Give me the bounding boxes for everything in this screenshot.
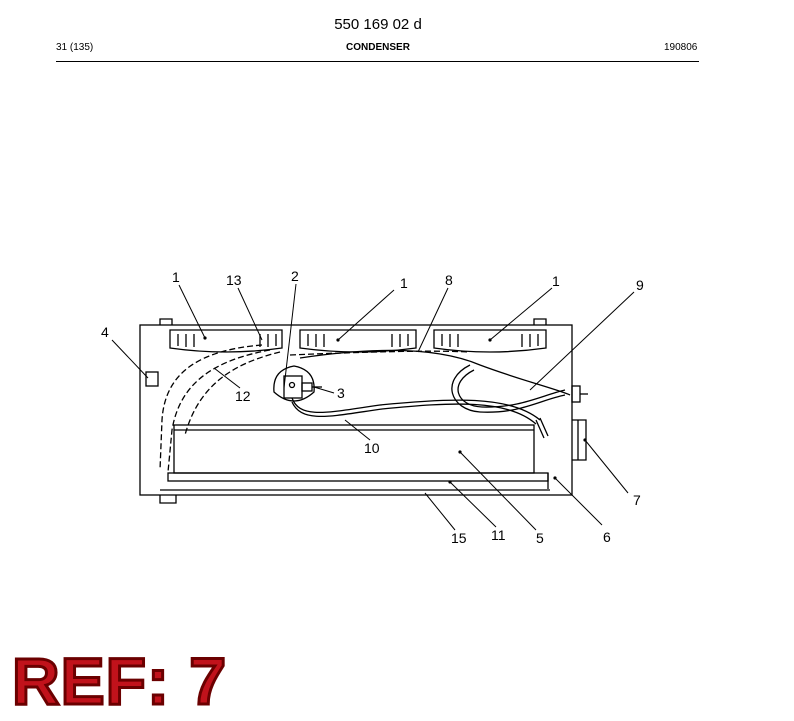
callout-10: 10 — [364, 440, 380, 456]
fan-right — [433, 329, 547, 353]
drip-tray — [167, 472, 549, 482]
callout-4: 4 — [101, 324, 109, 340]
wiring-harness — [159, 344, 281, 473]
pressure-switch — [273, 365, 322, 402]
fan-center — [299, 329, 417, 353]
housing-mounting-tabs — [159, 318, 547, 504]
fan-wiring — [289, 350, 471, 356]
document-number: 550 169 02 d — [334, 16, 422, 33]
callout-8: 8 — [445, 272, 453, 288]
callout-1-right: 1 — [552, 273, 560, 289]
callout-13: 13 — [226, 272, 242, 288]
condenser-housing — [139, 324, 573, 496]
callout-11: 11 — [491, 527, 506, 543]
callout-15: 15 — [451, 530, 467, 546]
callout-1-left: 1 — [172, 269, 180, 285]
callout-5: 5 — [536, 530, 544, 546]
fan-left — [169, 329, 283, 353]
callout-1-center: 1 — [400, 275, 408, 291]
callout-2: 2 — [291, 268, 299, 284]
callout-7: 7 — [633, 492, 641, 508]
ref-label: REF: 7 — [10, 644, 228, 718]
callout-6: 6 — [603, 529, 611, 545]
leader-lines — [111, 283, 635, 531]
callout-9: 9 — [636, 277, 644, 293]
page-title: CONDENSER — [346, 42, 410, 53]
date-code: 190806 — [664, 42, 698, 53]
pipe-loop — [451, 364, 566, 413]
callout-12: 12 — [235, 388, 251, 404]
connection-pipe — [299, 349, 571, 396]
right-side-fitting — [571, 385, 588, 403]
header-rule — [56, 61, 699, 62]
side-connector — [145, 371, 159, 387]
condenser-coil — [173, 424, 535, 474]
callout-3: 3 — [337, 385, 345, 401]
page-number: 31 (135) — [56, 42, 94, 53]
